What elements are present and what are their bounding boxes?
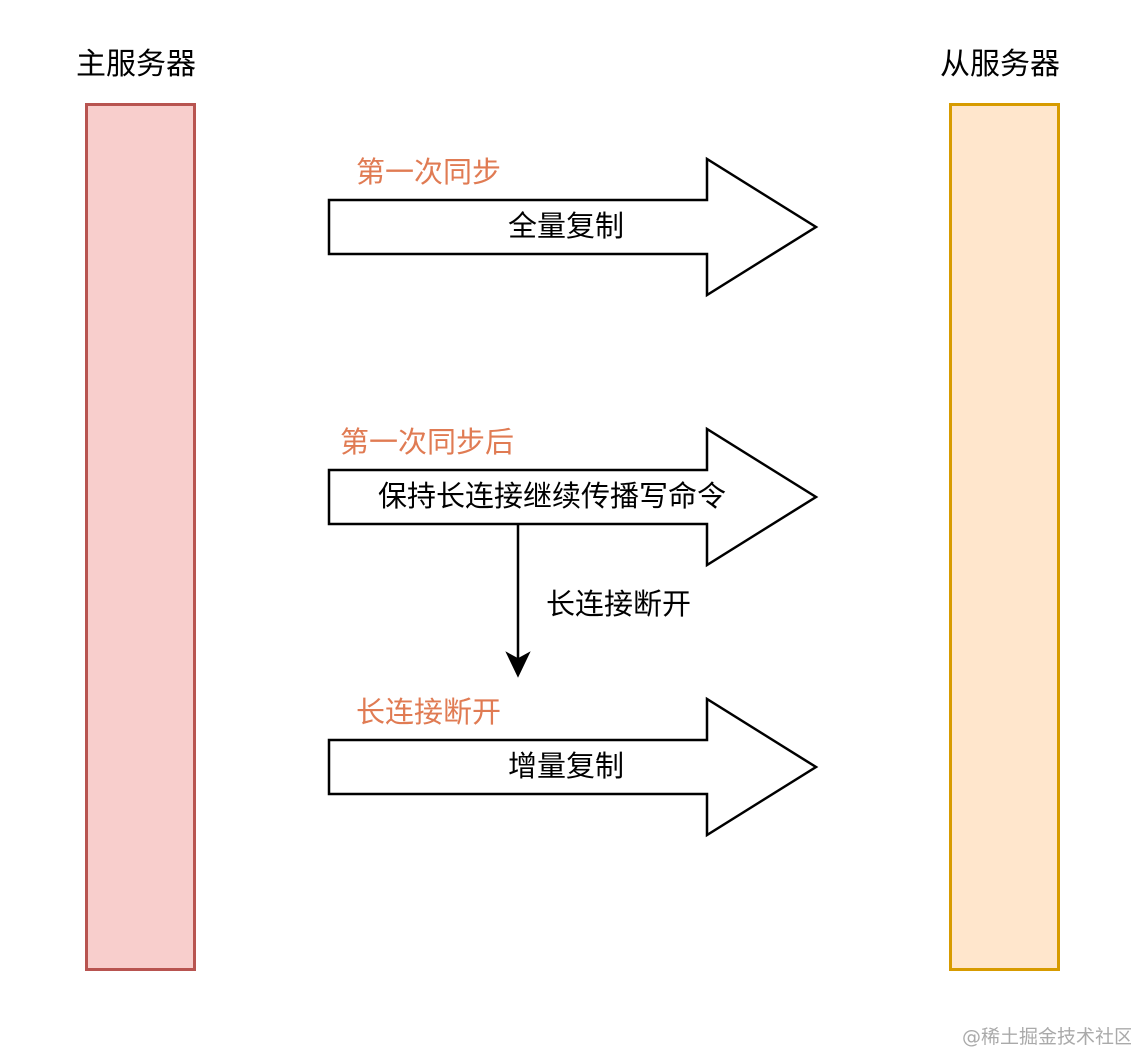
master-server-bar — [85, 103, 196, 971]
arrow-text-full-sync: 全量复制 — [508, 209, 625, 243]
step-label-first-sync: 第一次同步 — [356, 155, 502, 189]
transition-label: 长连接断开 — [546, 587, 692, 621]
step-label-after-first-sync: 第一次同步后 — [340, 425, 515, 459]
step-arrow-incremental — [327, 696, 819, 838]
watermark-text: @稀土掘金技术社区 — [962, 1026, 1131, 1048]
transition-arrowhead — [505, 651, 531, 678]
slave-server-label: 从服务器 — [940, 47, 1060, 82]
slave-server-bar — [949, 103, 1060, 971]
arrow-text-incremental: 增量复制 — [508, 749, 625, 783]
master-server-label: 主服务器 — [76, 47, 196, 82]
step-label-connection-lost: 长连接断开 — [356, 695, 502, 729]
step-arrow-propagate — [327, 426, 819, 568]
arrow-text-propagate: 保持长连接继续传播写命令 — [378, 479, 727, 513]
step-arrow-full-sync — [327, 156, 819, 298]
